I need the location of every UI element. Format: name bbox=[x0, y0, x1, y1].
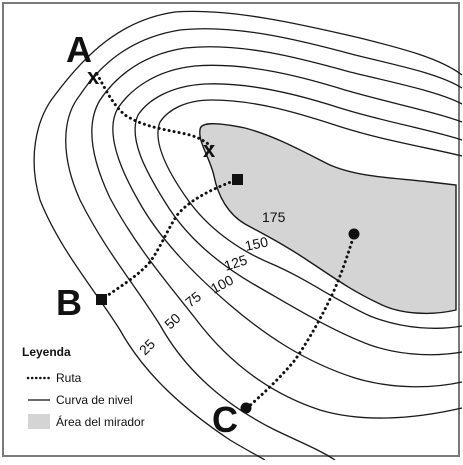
dot-marker-icon bbox=[348, 228, 360, 240]
route-c bbox=[245, 233, 356, 410]
route-a bbox=[95, 72, 214, 149]
elevation-label-175: 175 bbox=[262, 209, 286, 225]
contour-line-150 bbox=[157, 99, 463, 329]
route-b bbox=[99, 178, 238, 302]
legend-item-area-label: Área del mirador bbox=[56, 414, 145, 429]
elevation-label-150: 150 bbox=[243, 233, 269, 254]
point-label-b: B bbox=[56, 282, 82, 323]
contour-line-75 bbox=[91, 46, 463, 419]
square-marker-icon bbox=[232, 174, 243, 185]
legend-area-swatch-icon bbox=[28, 414, 50, 429]
x-marker-icon: x bbox=[203, 137, 216, 162]
contour-line-125 bbox=[134, 83, 463, 356]
point-markers: x x bbox=[87, 64, 360, 414]
legend-item-contour-label: Curva de nivel bbox=[56, 393, 133, 407]
legend-title: Leyenda bbox=[22, 345, 71, 359]
contour-line-50 bbox=[65, 28, 463, 461]
point-label-c: C bbox=[212, 399, 238, 440]
elevation-labels: 175 150 125 100 75 50 25 bbox=[136, 209, 286, 358]
square-marker-icon bbox=[96, 294, 107, 305]
legend-item-route-label: Ruta bbox=[56, 371, 82, 385]
contour-line-25 bbox=[33, 10, 463, 461]
point-label-a: A bbox=[66, 29, 92, 70]
dot-marker-icon bbox=[240, 402, 252, 414]
legend: Leyenda Ruta Curva de nivel Área del mir… bbox=[22, 345, 145, 429]
x-marker-icon: x bbox=[87, 64, 100, 89]
elevation-label-125: 125 bbox=[222, 251, 249, 274]
contour-lines bbox=[33, 10, 463, 461]
contour-line-100 bbox=[112, 64, 463, 388]
viewpoint-area bbox=[199, 123, 457, 315]
routes bbox=[95, 72, 356, 410]
